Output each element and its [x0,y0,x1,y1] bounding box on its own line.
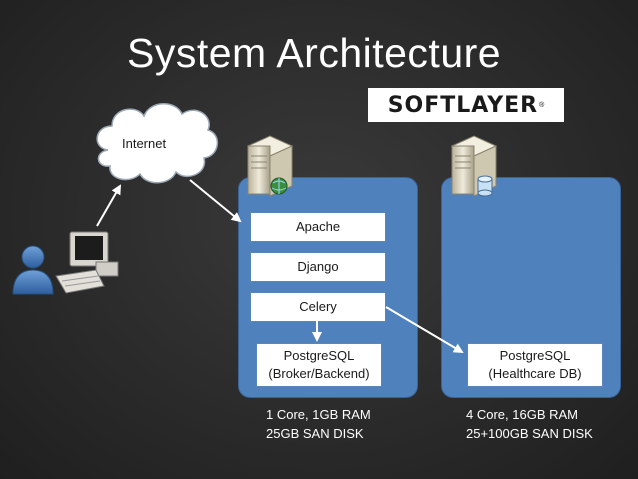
computer-icon [55,231,119,294]
apache-box: Apache [250,212,386,242]
web-server-spec-disk: 25GB SAN DISK [266,426,364,441]
healthcare-db-box: PostgreSQL (Healthcare DB) [467,343,603,387]
logo-text: SOFTLAYER [387,92,539,118]
celery-label: Celery [299,299,337,314]
cloud-icon [96,103,218,184]
softlayer-logo: SOFTLAYER® [368,88,564,122]
healthcare-db-role: (Healthcare DB) [488,366,582,381]
broker-db-name: PostgreSQL [283,348,355,363]
healthcare-db-name: PostgreSQL [499,348,571,363]
web-server-spec: 1 Core, 1GB RAM 25GB SAN DISK [266,405,371,443]
db-server-spec: 4 Core, 16GB RAM 25+100GB SAN DISK [466,405,593,443]
user-icon [12,245,54,295]
django-box: Django [250,252,386,282]
logo-mark: ® [539,101,545,109]
broker-db-box: PostgreSQL (Broker/Backend) [256,343,382,387]
internet-to-web-server-arrow [189,179,242,223]
broker-db-role: (Broker/Backend) [268,366,370,381]
page-title: System Architecture [127,30,502,76]
web-server-spec-cpu: 1 Core, 1GB RAM [266,407,371,422]
apache-label: Apache [295,219,341,234]
database-server-icon [450,135,498,197]
celery-to-healthcare-db-arrow [385,306,464,354]
django-label: Django [297,259,339,274]
celery-box: Celery [250,292,386,322]
db-server-spec-disk: 25+100GB SAN DISK [466,426,593,441]
web-server-icon [246,135,294,197]
internet-label: Internet [122,136,167,151]
db-server-spec-cpu: 4 Core, 16GB RAM [466,407,578,422]
user-to-internet-arrow [96,184,121,227]
